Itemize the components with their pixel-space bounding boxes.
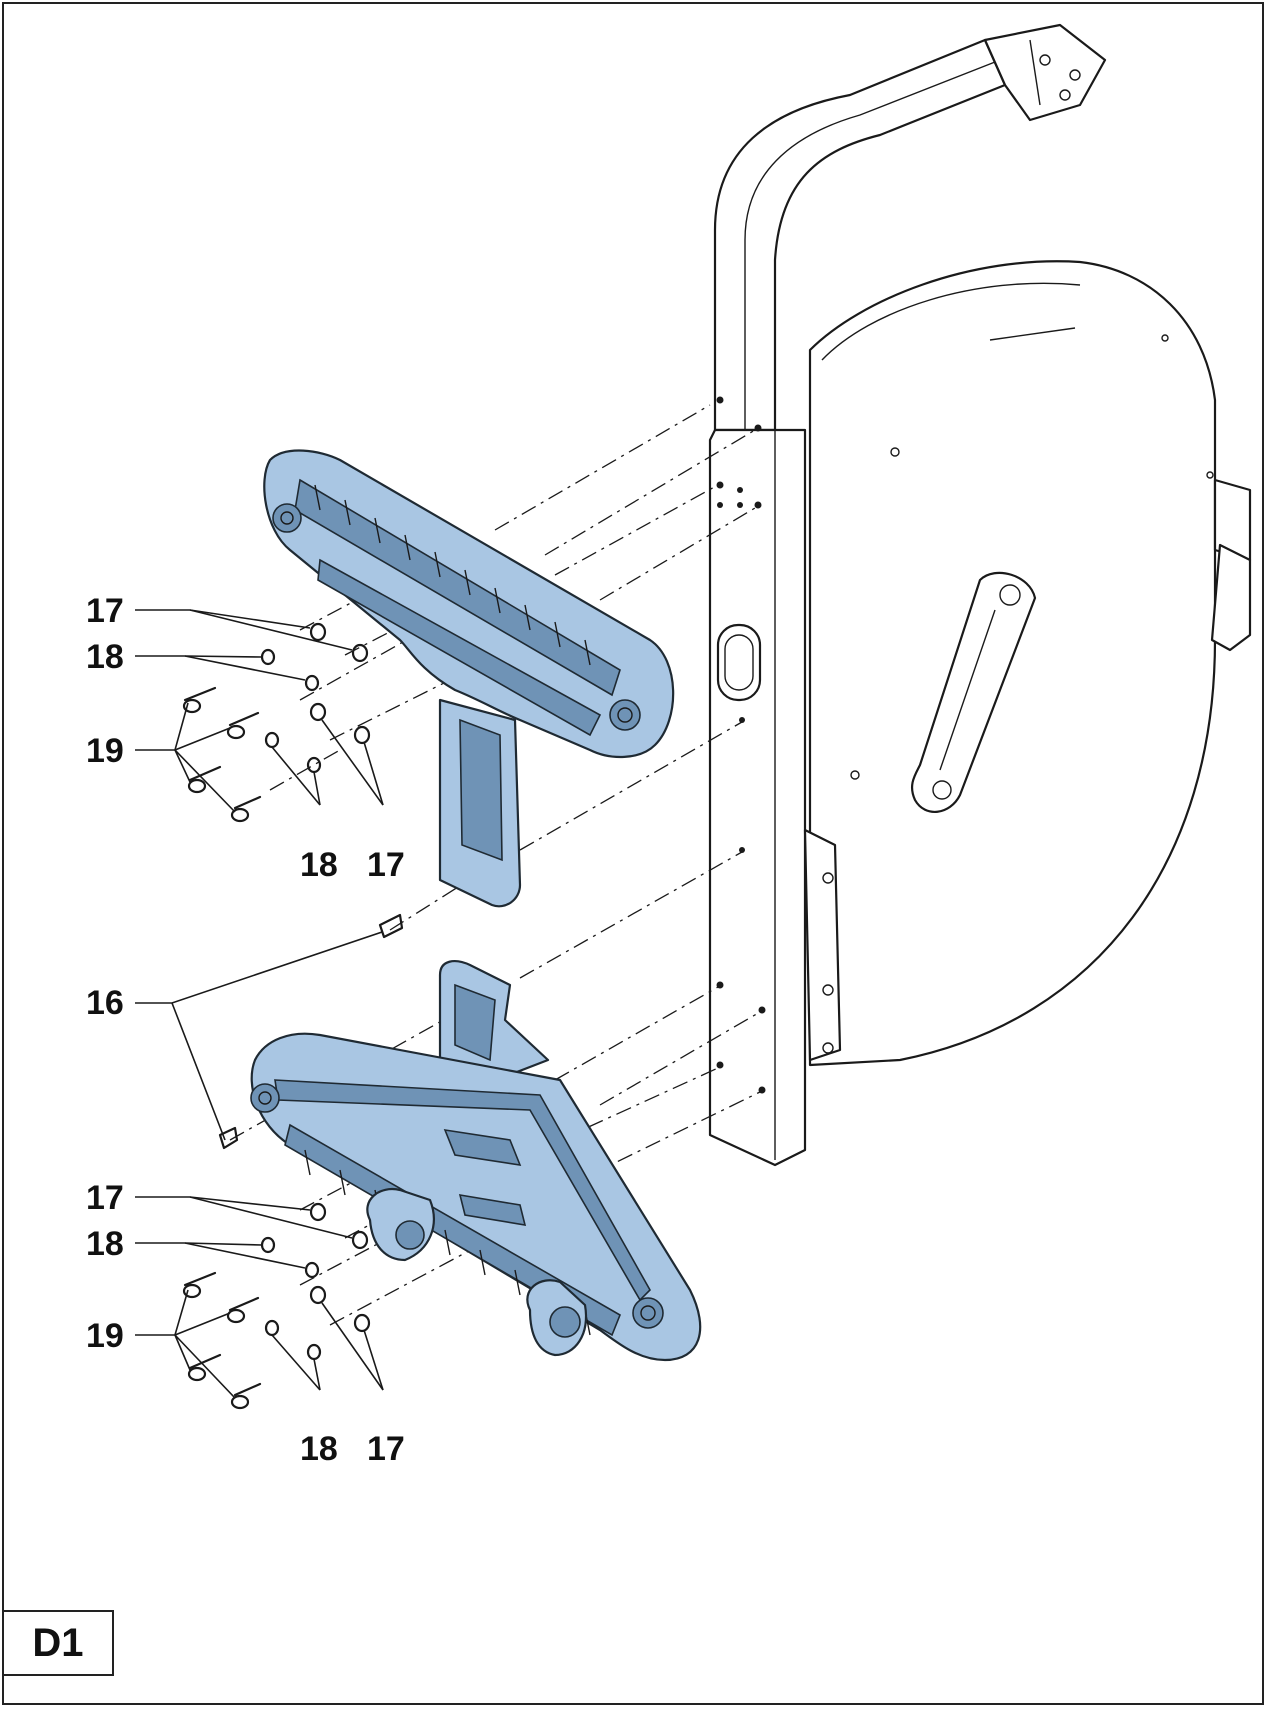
callout-18-lower-lower: 18 (300, 1430, 338, 1468)
leader-lines (135, 609, 384, 1399)
callout-17-lower-lower: 17 (367, 1430, 405, 1468)
seat-back-frame (708, 23, 1252, 1167)
lower-hardware-set (182, 1202, 371, 1410)
callout-18-upper-lower: 18 (300, 846, 338, 884)
callout-18-lower: 18 (86, 1225, 124, 1263)
figure-label: D1 (32, 1620, 84, 1665)
callout-17-upper: 17 (86, 592, 124, 630)
upper-hardware-set (182, 622, 371, 823)
callout-16-pin: 16 (86, 984, 124, 1022)
callout-18-upper: 18 (86, 638, 124, 676)
callout-19-upper: 19 (86, 732, 124, 770)
callout-17-upper-lower: 17 (367, 846, 405, 884)
figure-label-box: D1 (4, 1610, 114, 1676)
callout-17-lower: 17 (86, 1179, 124, 1217)
pin-hardware (218, 913, 404, 1150)
upper-armrest-bracket (263, 449, 675, 908)
lower-armrest-bracket (250, 960, 702, 1362)
callout-19-lower: 19 (86, 1317, 124, 1355)
